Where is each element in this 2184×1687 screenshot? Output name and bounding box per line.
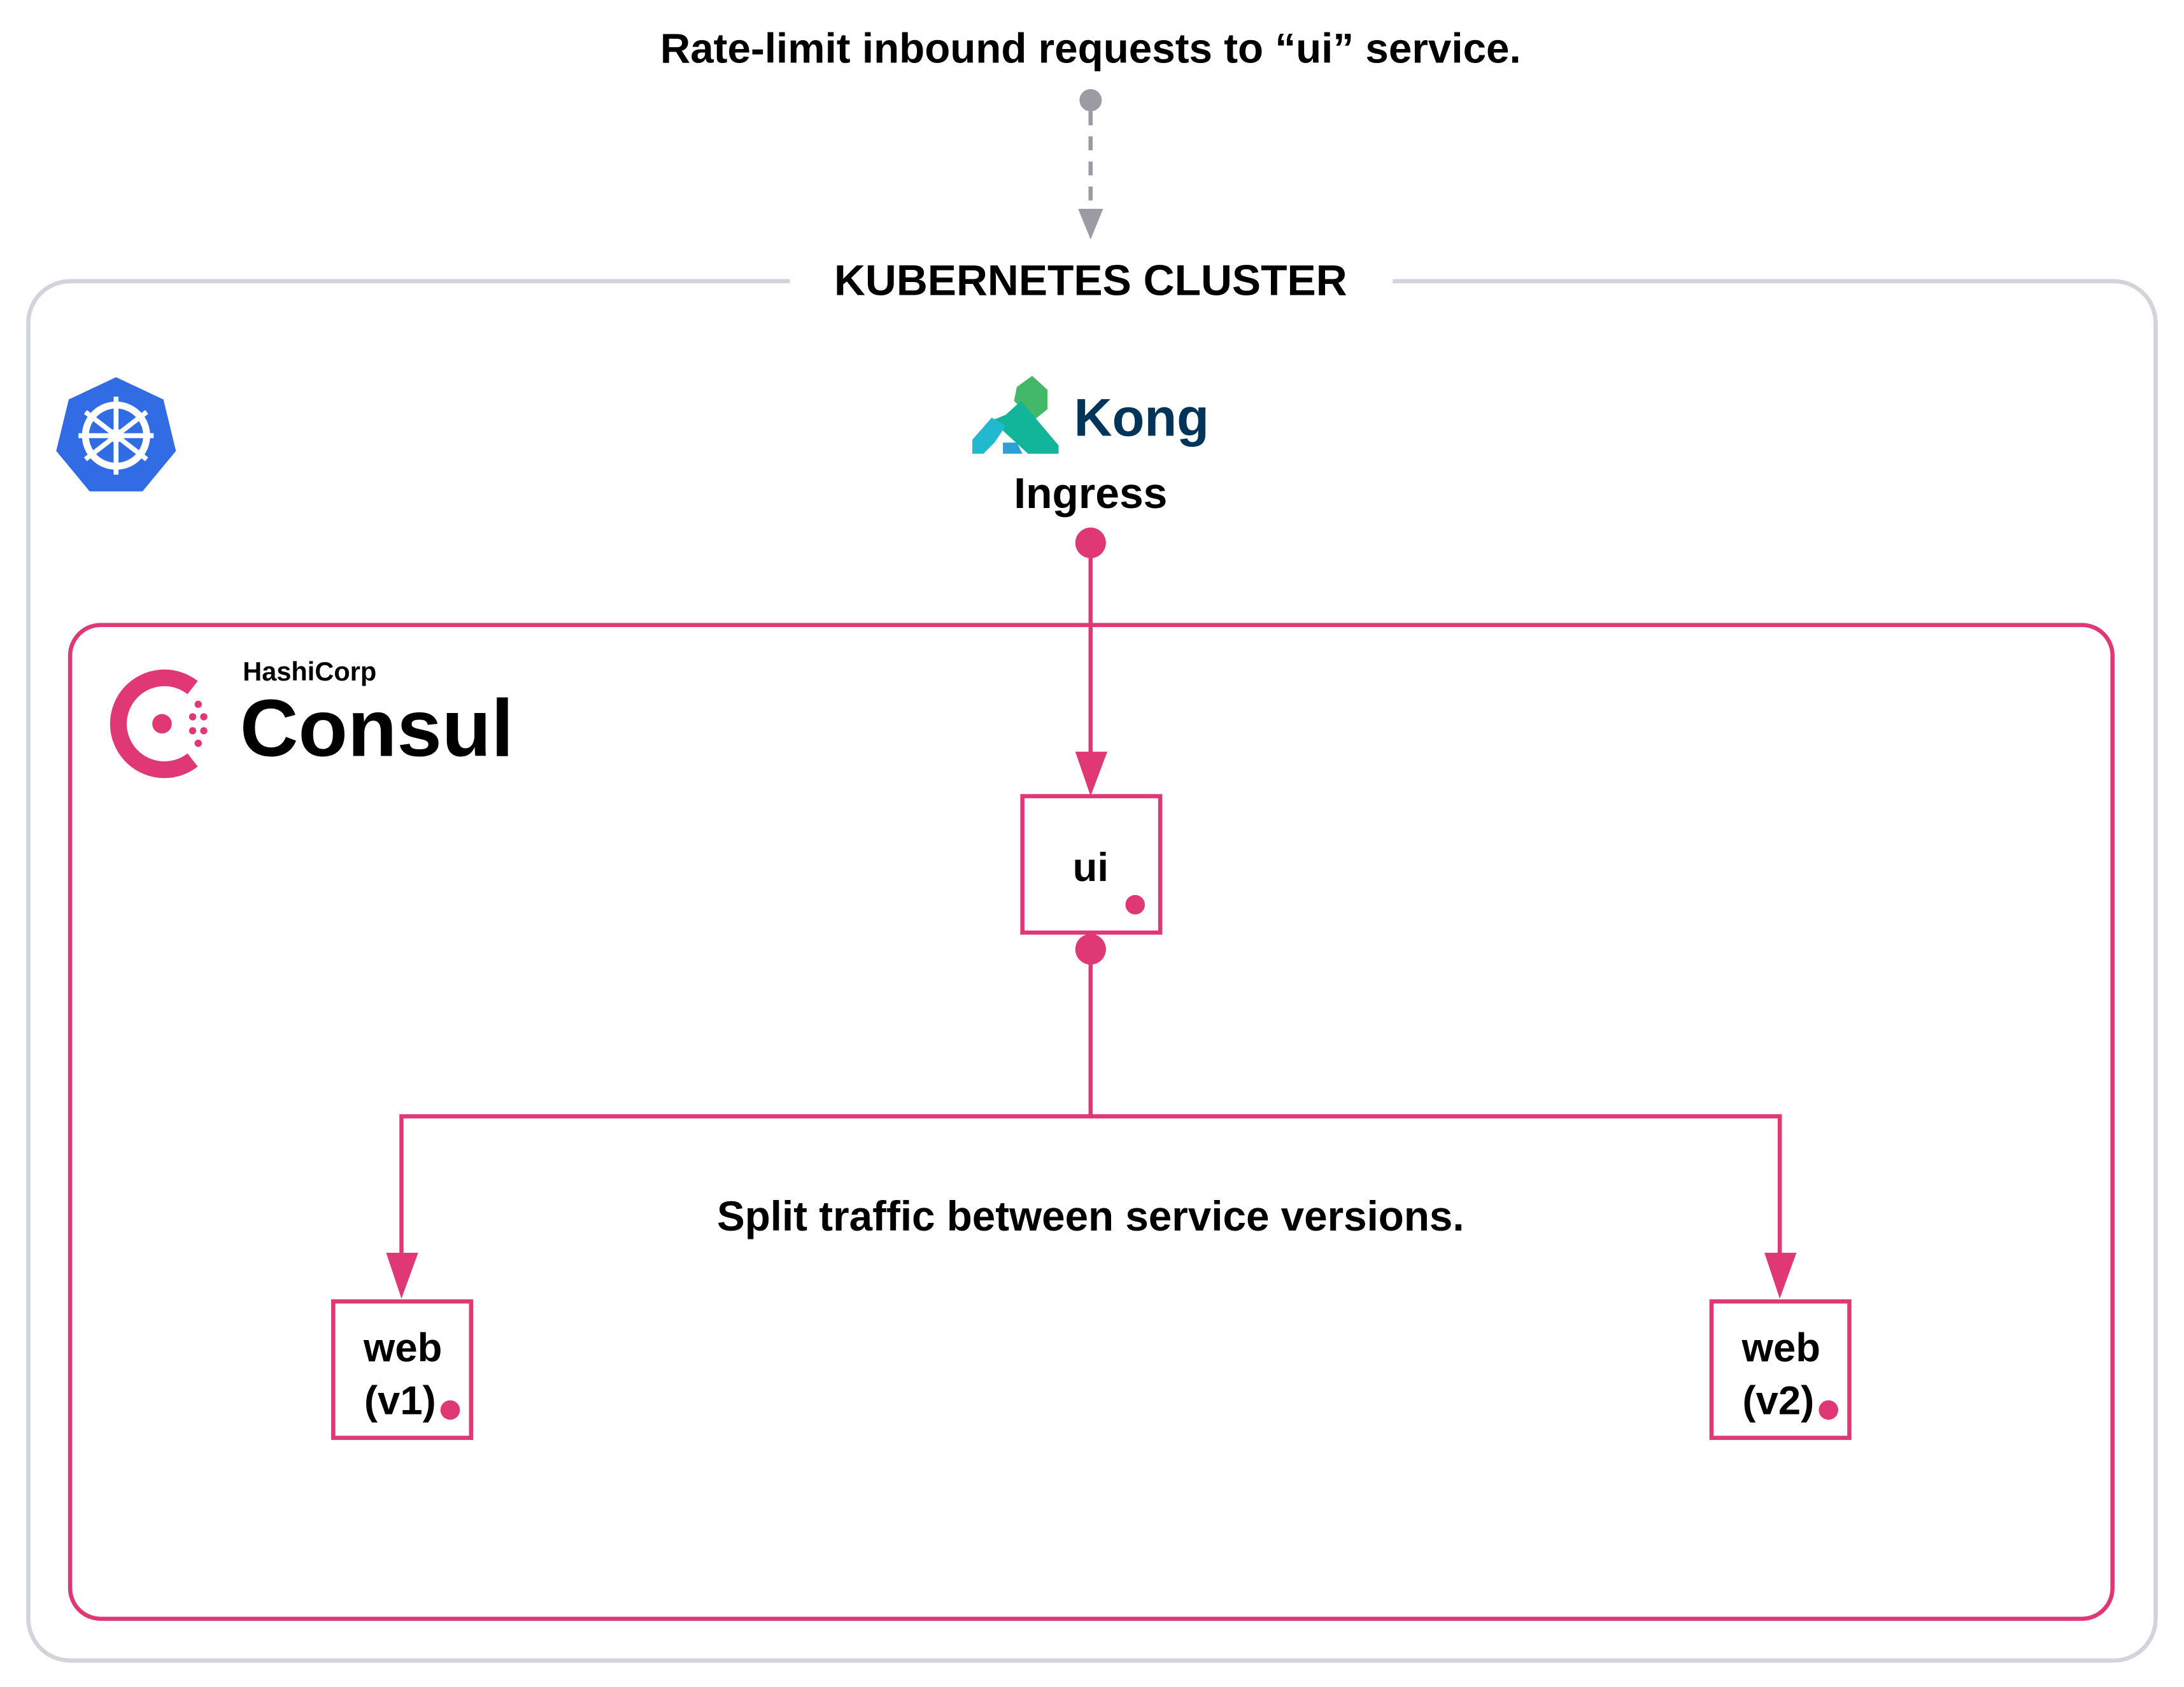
status-dot-icon [1125,894,1145,915]
service-web-v1-name: web [363,1325,442,1370]
service-web-v1-version: (v1) [364,1378,436,1423]
top-note: Rate-limit inbound requests to “ui” serv… [660,25,1521,71]
split-traffic-arrows [386,934,1797,1299]
ingress-label: Ingress [1014,470,1167,518]
kubernetes-cluster-border [26,279,2158,1663]
service-web-v1[interactable]: web (v1) [331,1299,474,1440]
split-note: Split traffic between service versions. [717,1193,1464,1239]
kubernetes-logo-icon [56,377,176,491]
status-dot-icon [440,1400,460,1420]
service-web-v2-name: web [1741,1325,1820,1370]
service-ui[interactable]: ui [1020,794,1163,935]
ingress-to-ui-arrow [1075,527,1108,796]
consul-logo-text: Consul [240,682,514,773]
consul-logo-icon [110,669,208,779]
hashicorp-text: HashiCorp [243,656,376,686]
status-dot-icon [1819,1400,1838,1420]
service-ui-label: ui [1073,845,1109,890]
service-web-v2[interactable]: web (v2) [1709,1299,1852,1440]
gray-dashed-arrow [1078,88,1103,240]
service-web-v2-version: (v2) [1743,1378,1815,1423]
kong-logo-text: Kong [1074,388,1209,447]
kong-logo-icon [972,376,1059,454]
cluster-title: KUBERNETES CLUSTER [834,257,1347,305]
consul-border [67,623,2115,1621]
